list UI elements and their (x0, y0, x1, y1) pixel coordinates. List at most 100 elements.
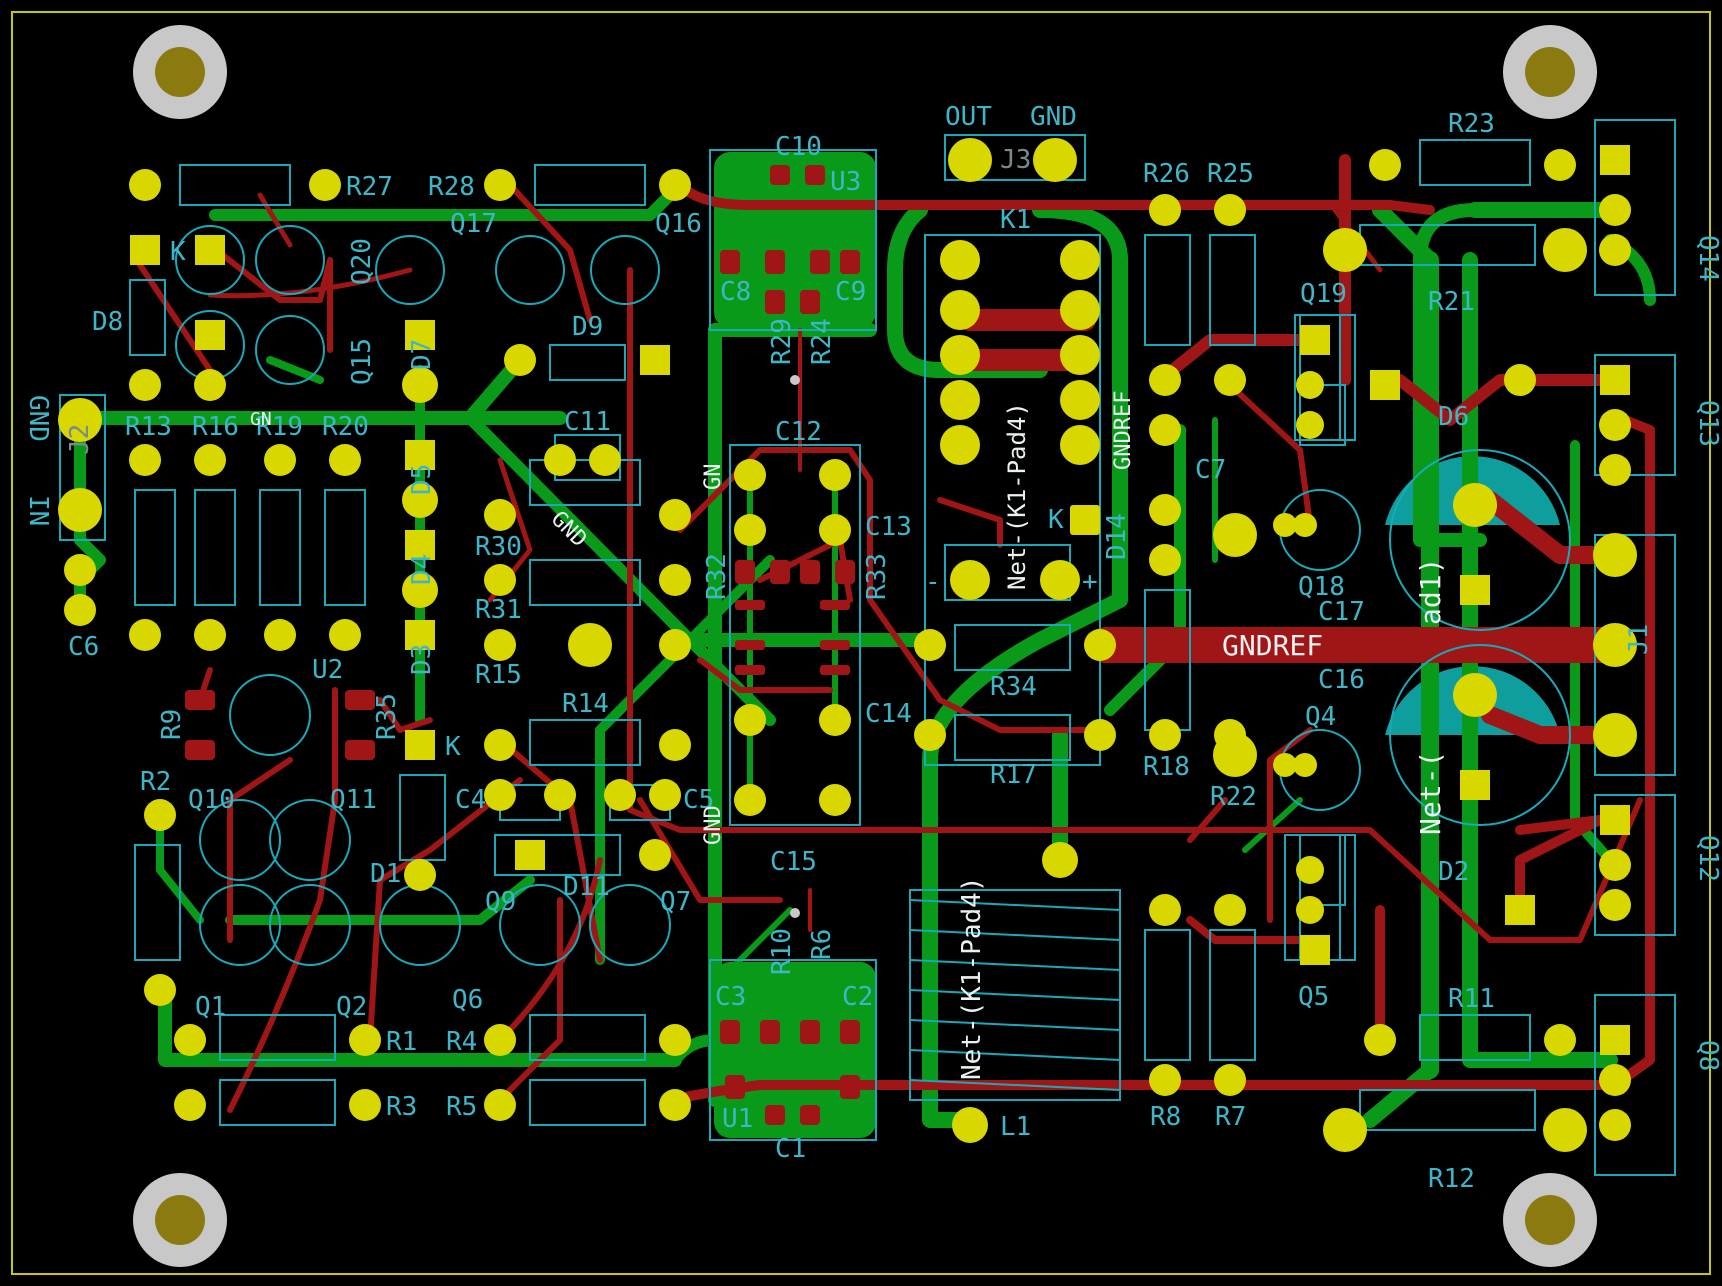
markers: K K K + - (170, 237, 1098, 762)
label-r20: R20 (322, 412, 369, 442)
label-l1: L1 (1000, 1112, 1031, 1142)
net-labels: GNDREF Net-(K1-Pad4) Net-(K1-Pad4) ad1) … (250, 391, 1447, 1080)
label-c8: C8 (720, 277, 751, 307)
cathode-marker: K (170, 237, 186, 267)
label-c12: C12 (775, 417, 822, 447)
label-c3: C3 (715, 982, 746, 1012)
label-q14: Q14 (1693, 235, 1722, 282)
label-r30: R30 (475, 532, 522, 562)
label-r13: R13 (125, 412, 172, 442)
net-gndref: GNDREF (1222, 629, 1323, 662)
label-c10: C10 (775, 132, 822, 162)
cathode-marker: K (1048, 505, 1064, 535)
mounting-hole-icon (1503, 25, 1597, 119)
label-r18: R18 (1143, 752, 1190, 782)
label-k1: K1 (1000, 205, 1031, 235)
j3-gnd-label: GND (1030, 102, 1077, 132)
net-k1-pad4-bottom: Net-(K1-Pad4) (957, 877, 987, 1081)
label-c4: C4 (455, 785, 486, 815)
label-r17: R17 (990, 760, 1037, 790)
label-q8: Q8 (1693, 1040, 1722, 1071)
label-c1: C1 (775, 1134, 806, 1164)
label-r22: R22 (1210, 782, 1257, 812)
label-r8: R8 (1150, 1102, 1181, 1132)
label-q16: Q16 (655, 209, 702, 239)
label-c6: C6 (68, 632, 99, 662)
net-gnd-small: GN (250, 409, 272, 430)
label-d11: D11 (563, 872, 610, 902)
net-gnd-vertical: GND (701, 805, 726, 845)
label-q17: Q17 (450, 209, 497, 239)
label-q20: Q20 (347, 238, 377, 285)
label-d9: D9 (572, 312, 603, 342)
label-r7: R7 (1215, 1102, 1246, 1132)
label-q12: Q12 (1693, 835, 1722, 882)
label-c13: C13 (865, 512, 912, 542)
label-r28: R28 (428, 172, 475, 202)
smd-pads (185, 165, 860, 1125)
label-r16: R16 (192, 412, 239, 442)
label-r14: R14 (562, 689, 609, 719)
net-gndref-vertical: GNDREF (1111, 391, 1136, 470)
label-q5: Q5 (1298, 982, 1329, 1012)
label-c14: C14 (865, 699, 912, 729)
cathode-marker: K (445, 732, 461, 762)
label-q10: Q10 (188, 785, 235, 815)
minus-marker: - (925, 567, 941, 597)
mounting-hole-icon (1503, 1173, 1597, 1267)
label-c7: C7 (1195, 455, 1226, 485)
via-icon (790, 375, 800, 385)
j2-gnd-label: GND (23, 395, 53, 442)
through-hole-pads (58, 138, 1637, 1152)
connector-j2: GND IN J2 (23, 395, 95, 526)
j3-ref-label: J3 (1000, 145, 1031, 175)
label-r24: R24 (807, 318, 837, 365)
net-gnd-short: GN (701, 464, 726, 491)
label-d3: D3 (407, 644, 437, 675)
label-r19: R19 (256, 412, 303, 442)
label-d1: D1 (370, 859, 401, 889)
label-q19: Q19 (1300, 279, 1347, 309)
label-q4: Q4 (1305, 702, 1336, 732)
label-r12: R12 (1428, 1164, 1475, 1194)
label-c16: C16 (1318, 665, 1365, 695)
connector-j3: OUT GND J3 (945, 102, 1077, 175)
label-d4: D4 (407, 554, 437, 585)
label-j1: J1 (1624, 624, 1654, 655)
label-c11: C11 (564, 407, 611, 437)
label-u1: U1 (722, 1104, 753, 1134)
label-q9: Q9 (485, 887, 516, 917)
label-q6: Q6 (452, 985, 483, 1015)
label-r21: R21 (1428, 287, 1475, 317)
mounting-hole-icon (133, 25, 227, 119)
component-labels: R27 R28 Q17 Q16 C10 U3 C8 C9 K1 R26 R25 … (68, 109, 1722, 1194)
label-d8: D8 (92, 307, 123, 337)
label-u3: U3 (830, 167, 861, 197)
label-c17: C17 (1318, 597, 1365, 627)
label-d7: D7 (407, 339, 437, 370)
label-q2: Q2 (336, 992, 367, 1022)
bottom-copper-traces (63, 179, 1656, 1128)
j2-ref-label: J2 (65, 424, 95, 455)
label-u2: U2 (312, 655, 343, 685)
label-r15: R15 (475, 660, 522, 690)
label-r9: R9 (157, 709, 187, 740)
label-r35: R35 (372, 693, 402, 740)
label-c9: C9 (835, 277, 866, 307)
label-d14: D14 (1102, 513, 1132, 560)
via-icon (790, 908, 800, 918)
label-r31: R31 (475, 595, 522, 625)
label-r33: R33 (862, 553, 892, 600)
label-r32: R32 (702, 553, 732, 600)
label-c15: C15 (770, 847, 817, 877)
label-q18: Q18 (1298, 572, 1345, 602)
net-k1-pad4-top: Net-(K1-Pad4) (1003, 402, 1031, 590)
label-q15: Q15 (347, 338, 377, 385)
label-r25: R25 (1207, 159, 1254, 189)
label-d5: D5 (407, 464, 437, 495)
label-q13: Q13 (1693, 400, 1722, 447)
j3-out-label: OUT (945, 102, 992, 132)
label-r6: R6 (807, 929, 837, 960)
label-r2: R2 (140, 767, 171, 797)
